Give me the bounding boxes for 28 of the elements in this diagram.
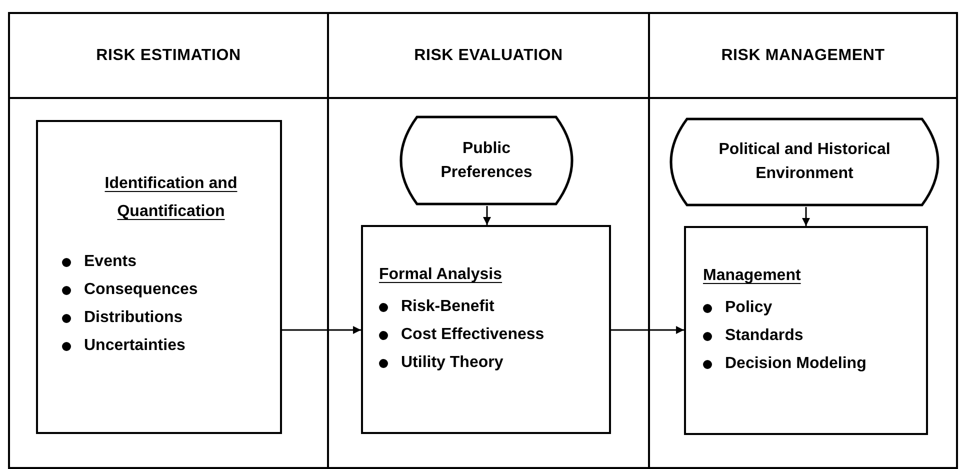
source-label: Public Preferences [440,138,534,182]
process-box [36,120,282,434]
bullet-text: Decision Modeling [725,355,866,373]
bullet-text: Uncertainties [84,337,186,355]
box-heading: Management [703,266,801,286]
arrow [802,207,810,226]
bullet-text: Risk-Benefit [401,298,494,316]
bullet-text: Distributions [84,309,183,327]
bullet-text: Standards [725,327,804,345]
process-box [361,225,611,434]
arrow [282,326,361,334]
bullet-text: Events [84,253,136,271]
arrow [483,206,491,225]
column-panel [327,12,650,469]
box-heading: Identification and Quantification [104,174,238,222]
source-label: Political and Historical Environment [718,140,892,184]
column-panel [648,12,958,469]
bullet-text: Cost Effectiveness [401,326,544,344]
bullet-text: Utility Theory [401,354,504,372]
column-panel [8,12,329,469]
column-heading: RISK EVALUATION [414,46,563,64]
bullet-text: Policy [725,299,772,317]
box-heading: Formal Analysis [379,265,502,285]
arrow [611,326,684,334]
column-heading: RISK ESTIMATION [96,46,241,64]
bullet-text: Consequences [84,281,198,299]
process-box [684,226,928,435]
column-heading: RISK MANAGEMENT [721,46,885,64]
